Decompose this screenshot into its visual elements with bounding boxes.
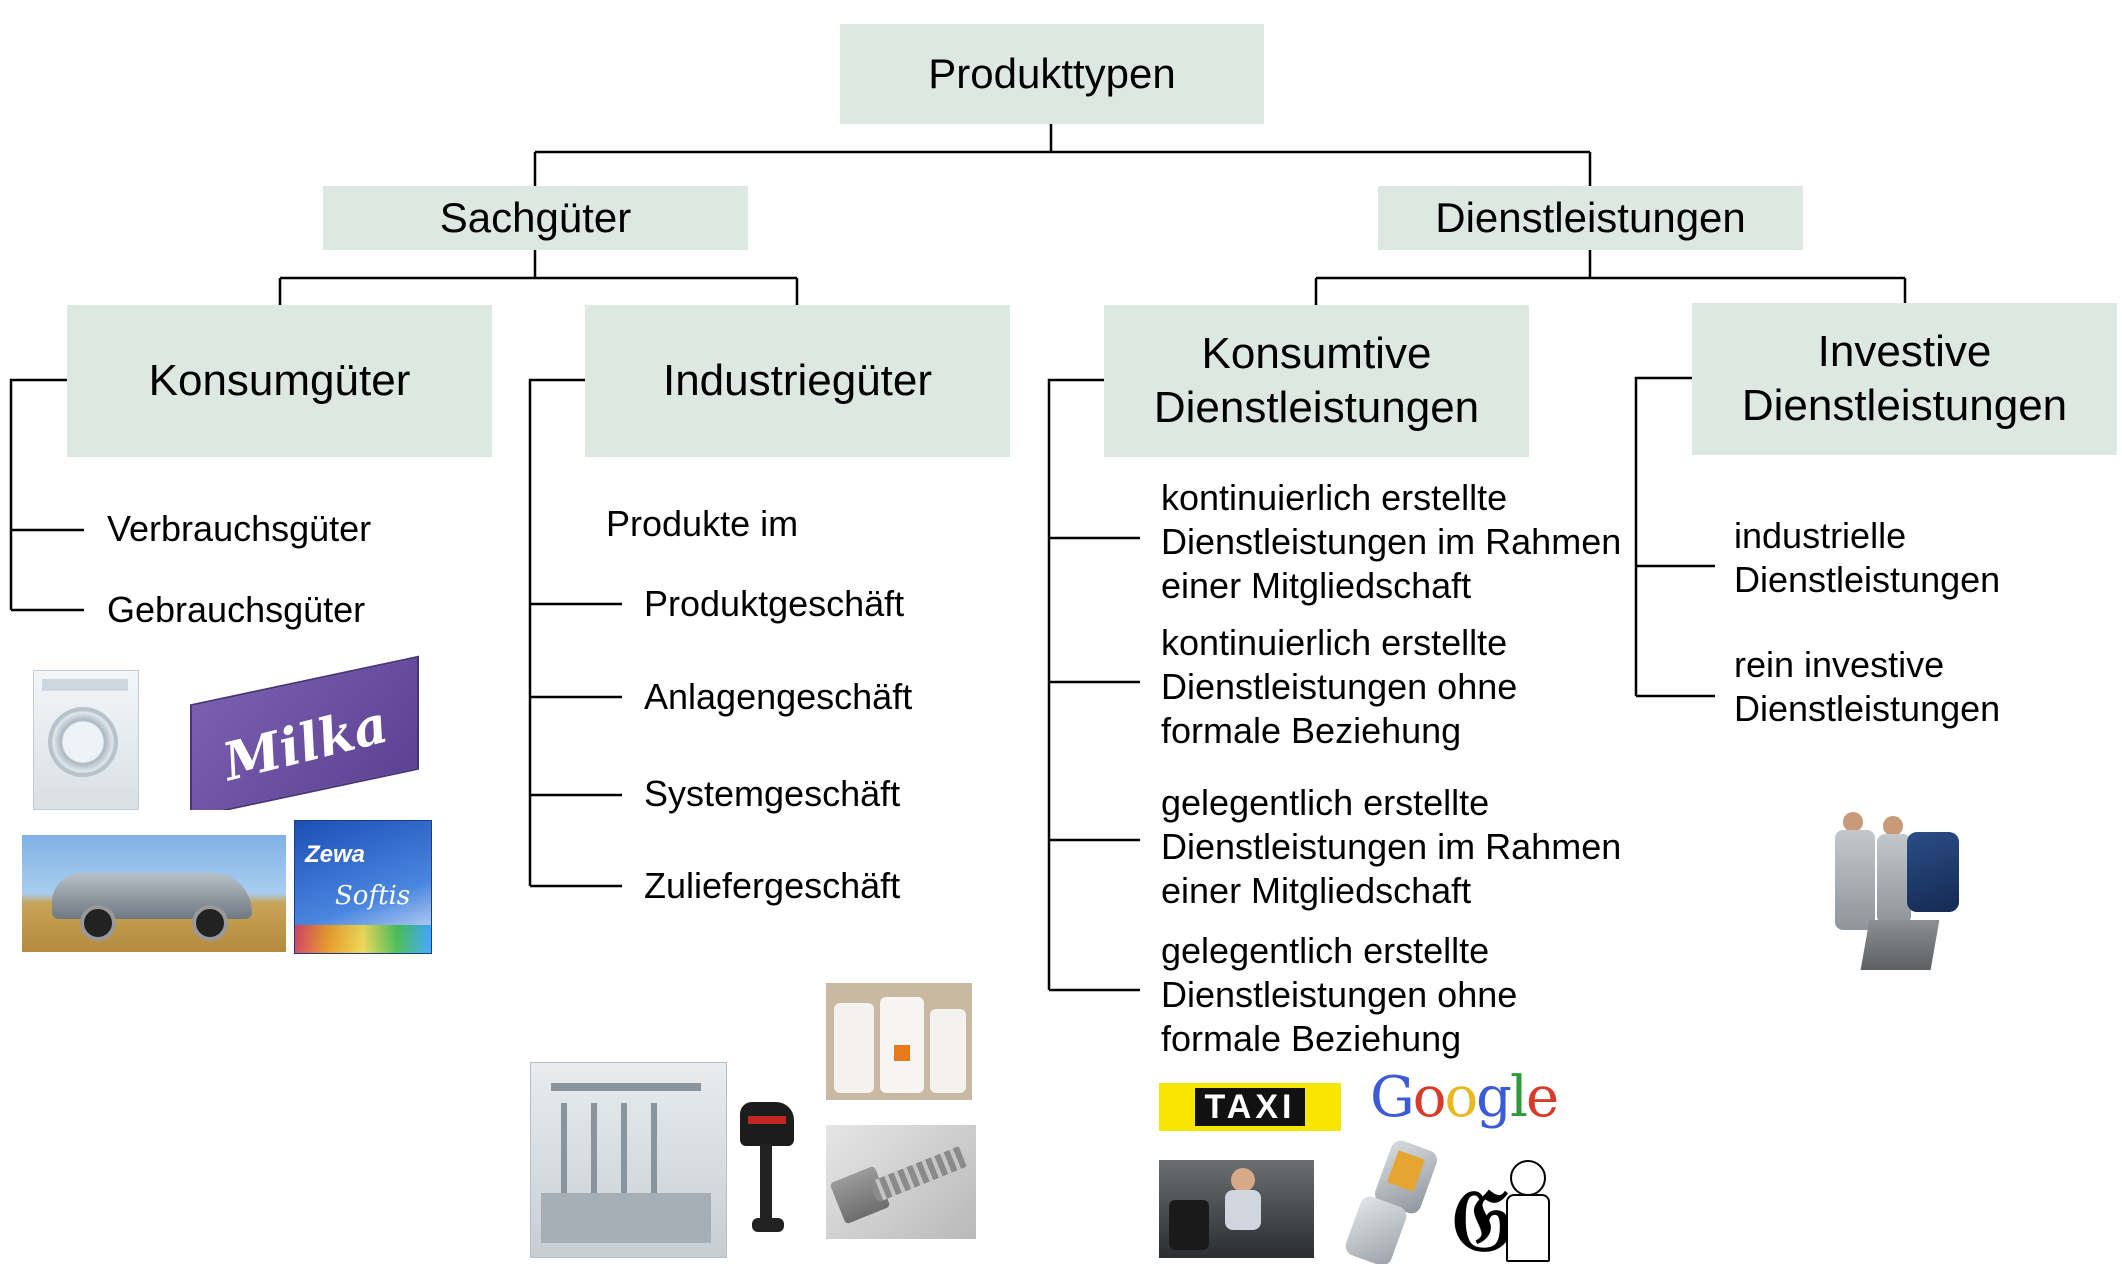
konsumtive-label: Konsumtive Dienstleistungen <box>1153 329 1480 432</box>
investive-label: Investive Dienstleistungen <box>1741 327 2068 430</box>
sachgueter-box: Sachgüter <box>323 186 748 250</box>
konsumgueter-item-2: Gebrauchsgüter <box>107 589 366 630</box>
bolt-image <box>826 1125 976 1239</box>
cartoon-figure-image: 𝔊 <box>1452 1160 1562 1264</box>
mechanics-image <box>1827 802 1967 974</box>
industriegueter-item-2: Anlagengeschäft <box>644 676 913 717</box>
root-box: Produkttypen <box>840 24 1264 124</box>
konsumtive-box: Konsumtive Dienstleistungen <box>1104 305 1529 457</box>
investive-item-1: industrielle Dienstleistungen <box>1734 515 2001 600</box>
industriegueter-box: Industriegüter <box>585 305 1010 457</box>
google-letter-g: G <box>1370 1065 1415 1130</box>
milka-chocolate-image: Milka <box>180 655 430 810</box>
google-letter-o1: o <box>1412 1065 1447 1130</box>
zewa-logo-text: Zewa <box>305 841 366 868</box>
konsumtive-item-3: gelegentlich erstellte Dienstleistungen … <box>1161 782 1622 911</box>
konsumtive-item-4: gelegentlich erstellte Dienstleistungen … <box>1161 930 1518 1059</box>
fitness-image <box>1159 1160 1314 1258</box>
google-letter-o2: o <box>1444 1065 1478 1130</box>
google-letter-l: l <box>1510 1065 1528 1130</box>
konsumtive-item-1: kontinuierlich erstellte Dienstleistunge… <box>1161 477 1622 606</box>
washing-machine-image <box>33 670 139 810</box>
dienstleistungen-label: Dienstleistungen <box>1435 193 1746 241</box>
industriegueter-label: Industriegüter <box>662 356 933 406</box>
investive-item-2: rein investive Dienstleistungen <box>1734 644 2001 729</box>
konsumtive-item-2: kontinuierlich erstellte Dienstleistunge… <box>1161 622 1518 751</box>
industriegueter-item-1: Produktgeschäft <box>644 583 905 624</box>
production-machine-image <box>530 1062 727 1258</box>
taxi-sign-image: TAXI <box>1159 1083 1341 1131</box>
chemical-bottles-image <box>826 983 972 1100</box>
google-logo: Google <box>1370 1065 1559 1130</box>
softis-logo-text: Softis <box>335 881 411 911</box>
mobile-phone-image <box>1342 1140 1442 1264</box>
car-image <box>22 835 286 952</box>
konsumgueter-box: Konsumgüter <box>67 305 492 457</box>
zewa-tissues-image: Zewa Softis <box>294 820 432 954</box>
outboard-motor-image <box>730 1092 804 1244</box>
industriegueter-item-4: Zuliefergeschäft <box>644 865 901 906</box>
root-label: Produkttypen <box>928 49 1176 97</box>
taxi-sign-text: TAXI <box>1194 1088 1306 1126</box>
konsumgueter-label: Konsumgüter <box>148 356 411 406</box>
investive-box: Investive Dienstleistungen <box>1692 303 2117 455</box>
google-letter-g2: g <box>1476 1065 1512 1130</box>
industriegueter-intro: Produkte im <box>606 503 799 544</box>
konsumgueter-item-1: Verbrauchsgüter <box>107 508 372 549</box>
industriegueter-item-3: Systemgeschäft <box>644 773 901 814</box>
dienstleistungen-box: Dienstleistungen <box>1378 186 1803 250</box>
google-letter-e: e <box>1525 1065 1559 1130</box>
sachgueter-label: Sachgüter <box>439 193 632 241</box>
